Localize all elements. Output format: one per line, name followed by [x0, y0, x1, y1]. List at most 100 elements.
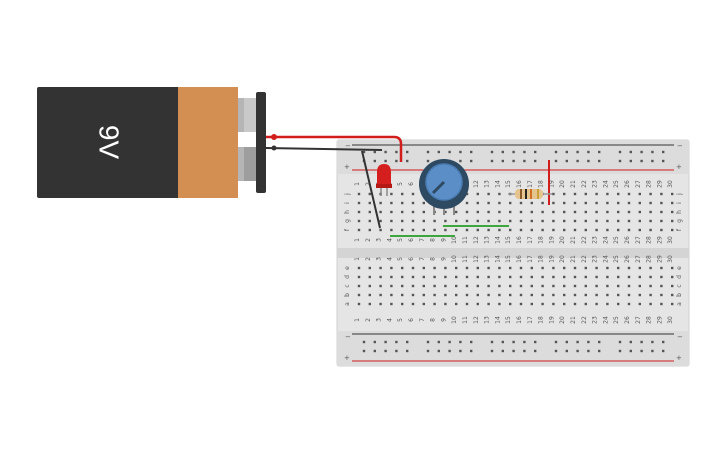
rail-hole[interactable] [426, 159, 430, 163]
rail-hole[interactable] [523, 159, 526, 163]
rail-hole[interactable] [598, 150, 601, 154]
breadboard-hole[interactable] [573, 228, 577, 232]
breadboard-hole[interactable] [433, 228, 436, 232]
rail-hole[interactable] [406, 340, 409, 344]
breadboard-hole[interactable] [563, 284, 566, 288]
breadboard-hole[interactable] [584, 228, 587, 232]
breadboard-hole[interactable] [627, 219, 631, 223]
breadboard-hole[interactable] [552, 201, 555, 205]
rail-hole[interactable] [598, 349, 601, 353]
breadboard-hole[interactable] [530, 275, 533, 279]
breadboard-hole[interactable] [487, 266, 490, 270]
breadboard-hole[interactable] [671, 284, 674, 288]
rail-hole[interactable] [662, 150, 665, 154]
breadboard-hole[interactable] [638, 228, 641, 232]
breadboard-hole[interactable] [606, 192, 609, 196]
breadboard-hole[interactable] [379, 201, 382, 205]
breadboard-hole[interactable] [368, 284, 371, 288]
breadboard-hole[interactable] [563, 275, 566, 279]
breadboard-hole[interactable] [422, 275, 425, 279]
rail-hole[interactable] [512, 349, 515, 353]
rail-hole[interactable] [373, 159, 376, 163]
breadboard-hole[interactable] [422, 284, 425, 288]
breadboard-hole[interactable] [509, 293, 512, 297]
breadboard-hole[interactable] [595, 228, 598, 232]
breadboard-hole[interactable] [390, 266, 393, 270]
rail-hole[interactable] [373, 349, 376, 353]
breadboard-hole[interactable] [455, 293, 458, 297]
rail-hole[interactable] [587, 349, 590, 353]
breadboard-hole[interactable] [541, 302, 544, 306]
breadboard-hole[interactable] [401, 275, 404, 279]
breadboard-hole[interactable] [638, 302, 641, 306]
breadboard-hole[interactable] [573, 266, 577, 270]
breadboard-hole[interactable] [584, 201, 587, 205]
breadboard-hole[interactable] [411, 266, 415, 270]
breadboard-hole[interactable] [627, 293, 631, 297]
rail-hole[interactable] [501, 349, 504, 353]
breadboard-hole[interactable] [422, 210, 425, 214]
breadboard-hole[interactable] [649, 293, 652, 297]
breadboard-hole[interactable] [541, 210, 544, 214]
rail-hole[interactable] [587, 159, 590, 163]
rail-hole[interactable] [662, 340, 665, 344]
breadboard-hole[interactable] [357, 302, 361, 306]
breadboard-hole[interactable] [401, 302, 404, 306]
breadboard-hole[interactable] [455, 210, 458, 214]
wire-negative-diagonal[interactable] [361, 150, 381, 229]
breadboard-hole[interactable] [498, 293, 501, 297]
breadboard-hole[interactable] [390, 201, 393, 205]
rail-hole[interactable] [554, 150, 558, 154]
rail-hole[interactable] [587, 150, 590, 154]
breadboard-hole[interactable] [379, 228, 382, 232]
breadboard-hole[interactable] [627, 192, 631, 196]
rail-hole[interactable] [490, 150, 494, 154]
breadboard-hole[interactable] [519, 210, 523, 214]
breadboard-hole[interactable] [487, 228, 490, 232]
breadboard-hole[interactable] [552, 284, 555, 288]
breadboard-hole[interactable] [573, 192, 577, 196]
rail-hole[interactable] [362, 150, 366, 154]
breadboard-hole[interactable] [444, 228, 447, 232]
breadboard-hole[interactable] [606, 266, 609, 270]
rail-hole[interactable] [437, 349, 440, 353]
breadboard-hole[interactable] [519, 219, 523, 223]
breadboard-hole[interactable] [671, 266, 674, 270]
rail-hole[interactable] [618, 159, 622, 163]
breadboard-hole[interactable] [584, 284, 587, 288]
breadboard-hole[interactable] [422, 228, 425, 232]
rail-hole[interactable] [629, 349, 632, 353]
breadboard-hole[interactable] [573, 219, 577, 223]
rail-hole[interactable] [490, 349, 494, 353]
breadboard-hole[interactable] [563, 266, 566, 270]
rail-hole[interactable] [448, 349, 451, 353]
rail-hole[interactable] [459, 340, 462, 344]
breadboard-hole[interactable] [671, 275, 674, 279]
breadboard-hole[interactable] [433, 266, 436, 270]
rail-hole[interactable] [534, 340, 537, 344]
breadboard-hole[interactable] [660, 219, 663, 223]
breadboard-hole[interactable] [541, 266, 544, 270]
breadboard-hole[interactable] [401, 192, 404, 196]
breadboard-hole[interactable] [541, 228, 544, 232]
breadboard-hole[interactable] [379, 293, 382, 297]
breadboard-hole[interactable] [627, 201, 631, 205]
breadboard-hole[interactable] [433, 219, 436, 223]
breadboard-hole[interactable] [455, 228, 458, 232]
breadboard-hole[interactable] [368, 201, 371, 205]
rail-hole[interactable] [629, 340, 632, 344]
breadboard-hole[interactable] [573, 201, 577, 205]
breadboard-hole[interactable] [552, 302, 555, 306]
breadboard-hole[interactable] [487, 302, 490, 306]
breadboard-hole[interactable] [368, 302, 371, 306]
rail-hole[interactable] [459, 159, 462, 163]
breadboard-hole[interactable] [444, 302, 447, 306]
breadboard-hole[interactable] [390, 284, 393, 288]
breadboard-hole[interactable] [465, 219, 469, 223]
breadboard-hole[interactable] [390, 293, 393, 297]
breadboard-hole[interactable] [390, 302, 393, 306]
breadboard-hole[interactable] [465, 192, 469, 196]
breadboard-hole[interactable] [498, 284, 501, 288]
breadboard-hole[interactable] [573, 293, 577, 297]
breadboard-hole[interactable] [498, 201, 501, 205]
